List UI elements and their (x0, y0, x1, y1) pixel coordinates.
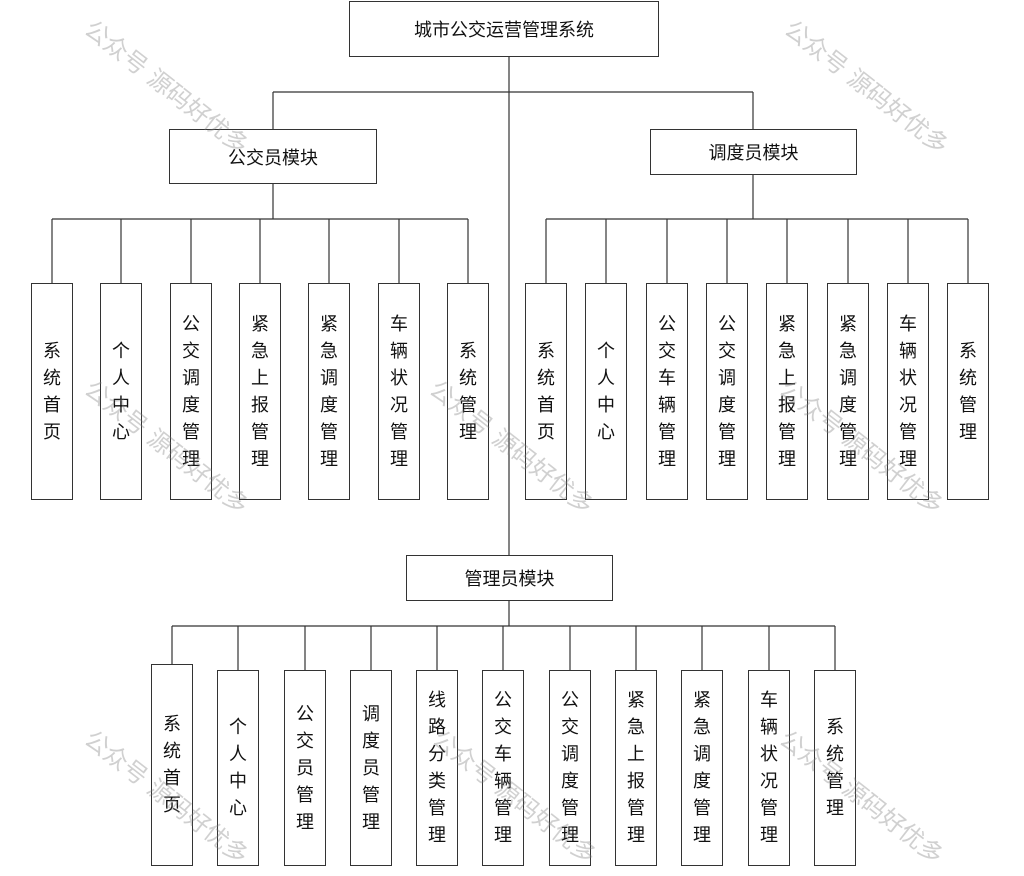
admin-leaf-10: 车辆状况管理 (748, 670, 790, 866)
driver-leaf-1: 系统首页 (31, 283, 73, 500)
module-admin-label: 管理员模块 (464, 569, 555, 590)
admin-leaf-6: 公交车辆管理 (482, 670, 524, 866)
dispatcher-leaf-3: 公交车辆管理 (646, 283, 688, 500)
admin-leaf-label: 公交员管理 (295, 703, 314, 833)
driver-leaf-2: 个人中心 (100, 283, 142, 500)
admin-leaf-label: 线路分类管理 (427, 690, 446, 846)
dispatcher-leaf-5: 紧急上报管理 (766, 283, 808, 500)
dispatcher-leaf-2: 个人中心 (585, 283, 627, 500)
admin-leaf-1: 系统首页 (151, 664, 193, 866)
dispatcher-leaf-label: 车辆状况管理 (898, 313, 917, 470)
dispatcher-leaf-4: 公交调度管理 (706, 283, 748, 500)
module-dispatcher: 调度员模块 (650, 129, 857, 175)
admin-leaf-5: 线路分类管理 (416, 670, 458, 866)
driver-leaf-label: 紧急调度管理 (319, 313, 338, 470)
admin-leaf-label: 个人中心 (228, 717, 247, 819)
dispatcher-leaf-label: 紧急调度管理 (838, 313, 857, 470)
admin-leaf-label: 公交调度管理 (560, 690, 579, 846)
driver-leaf-label: 公交调度管理 (181, 313, 200, 470)
dispatcher-leaf-label: 个人中心 (596, 340, 615, 443)
module-admin: 管理员模块 (406, 555, 613, 601)
dispatcher-leaf-1: 系统首页 (525, 283, 567, 500)
root-label: 城市公交运营管理系统 (414, 20, 594, 41)
admin-leaf-label: 调度员管理 (361, 703, 380, 833)
admin-leaf-3: 公交员管理 (284, 670, 326, 866)
driver-leaf-label: 个人中心 (111, 340, 130, 443)
admin-leaf-label: 系统管理 (825, 717, 844, 819)
driver-leaf-label: 系统首页 (42, 340, 61, 443)
admin-leaf-label: 紧急调度管理 (692, 690, 711, 846)
admin-leaf-label: 车辆状况管理 (759, 690, 778, 846)
dispatcher-leaf-6: 紧急调度管理 (827, 283, 869, 500)
driver-leaf-label: 车辆状况管理 (389, 313, 408, 470)
module-dispatcher-label: 调度员模块 (708, 143, 799, 164)
driver-leaf-label: 紧急上报管理 (250, 313, 269, 470)
admin-leaf-7: 公交调度管理 (549, 670, 591, 866)
admin-leaf-8: 紧急上报管理 (615, 670, 657, 866)
dispatcher-leaf-label: 系统首页 (536, 340, 555, 443)
dispatcher-leaf-7: 车辆状况管理 (887, 283, 929, 500)
admin-leaf-9: 紧急调度管理 (681, 670, 723, 866)
driver-leaf-7: 系统管理 (447, 283, 489, 500)
module-driver-label: 公交员模块 (228, 147, 318, 169)
driver-leaf-label: 系统管理 (458, 340, 477, 443)
dispatcher-leaf-label: 系统管理 (958, 340, 977, 443)
dispatcher-leaf-8: 系统管理 (947, 283, 989, 500)
driver-leaf-3: 公交调度管理 (170, 283, 212, 500)
admin-leaf-label: 公交车辆管理 (493, 690, 512, 846)
root-node: 城市公交运营管理系统 (349, 1, 659, 57)
admin-leaf-11: 系统管理 (814, 670, 856, 866)
driver-leaf-5: 紧急调度管理 (308, 283, 350, 500)
module-driver: 公交员模块 (169, 129, 377, 184)
admin-leaf-label: 系统首页 (162, 714, 181, 816)
dispatcher-leaf-label: 公交调度管理 (717, 313, 736, 470)
driver-leaf-4: 紧急上报管理 (239, 283, 281, 500)
dispatcher-leaf-label: 紧急上报管理 (777, 313, 796, 470)
dispatcher-leaf-label: 公交车辆管理 (657, 313, 676, 470)
driver-leaf-6: 车辆状况管理 (378, 283, 420, 500)
admin-leaf-2: 个人中心 (217, 670, 259, 866)
admin-leaf-label: 紧急上报管理 (626, 690, 645, 846)
admin-leaf-4: 调度员管理 (350, 670, 392, 866)
